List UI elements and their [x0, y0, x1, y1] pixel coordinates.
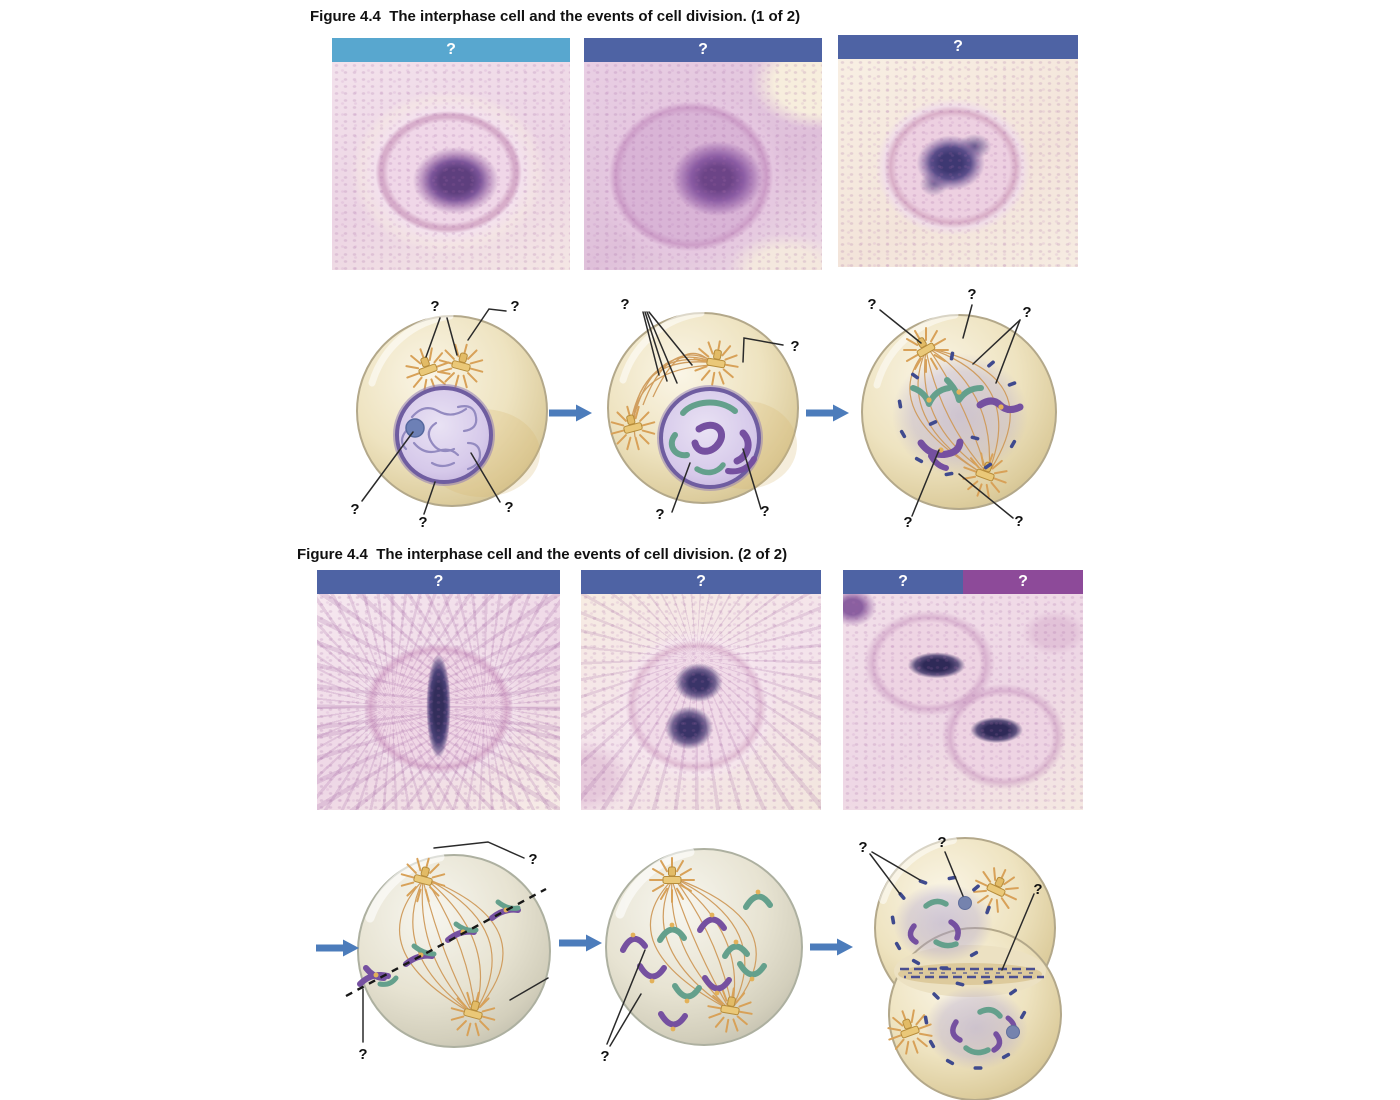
stage-question-label: ?: [953, 38, 963, 55]
anaphase-chromosomes: [620, 893, 773, 1028]
leader-lines: [362, 841, 549, 1043]
callout-question-label: ?: [1014, 513, 1024, 530]
callout-question-label: ?: [350, 501, 360, 518]
anaphase-micrograph-image: [581, 594, 821, 810]
stage-question-label: ?: [433, 573, 444, 590]
telophase-micrograph-image: [843, 594, 1083, 810]
leader-lines: [642, 311, 784, 513]
micrograph-panel-interphase: ?: [332, 38, 570, 270]
micrograph-panel-late-prophase: ?: [838, 35, 1078, 267]
stage-header-bar-split: ? ?: [843, 570, 1083, 594]
condensed-chromosomes: [910, 377, 1024, 471]
metaphase-micrograph-image: [317, 594, 560, 810]
callout-question-label: ?: [790, 338, 800, 355]
figure-title-1: Figure 4.4 The interphase cell and the e…: [310, 8, 801, 25]
flow-arrow-icon: [559, 934, 602, 952]
micrograph-panel-telophase-cytokinesis: ? ?: [843, 570, 1083, 810]
stage-header-right: ?: [963, 570, 1083, 594]
stage-header-bar: ?: [581, 570, 821, 594]
leader-lines: [606, 949, 646, 1047]
stage-header-bar: ?: [317, 570, 560, 594]
flow-arrow-icon: [810, 938, 853, 956]
nucleolus-top: [958, 896, 972, 910]
late-prophase-micrograph-image: [838, 59, 1078, 267]
callout-question-label: ?: [858, 839, 868, 856]
stage-question-label: ?: [898, 573, 908, 590]
stage-question-label: ?: [1018, 573, 1028, 590]
interphase-micrograph-image: [332, 62, 570, 270]
callout-question-label: ?: [418, 514, 428, 531]
early-prophase-cell-diagram: [605, 309, 799, 513]
nucleus: [657, 385, 763, 491]
callout-question-label: ?: [760, 503, 770, 520]
kinetochores: [630, 889, 761, 1032]
callout-question-label: ?: [867, 296, 877, 313]
decondensing-chromosomes: [907, 898, 1017, 1056]
anaphase-cell-diagram: [605, 847, 803, 1047]
late-prophase-cell-diagram: [861, 304, 1057, 519]
metaphase-cell-diagram: [345, 841, 551, 1048]
flow-arrow-icon: [549, 404, 592, 422]
early-prophase-micrograph-image: [584, 62, 822, 270]
reforming-nucleus-bottom: [924, 986, 1028, 1070]
flow-arrow-icon: [316, 939, 359, 957]
leader-lines: [879, 304, 1021, 519]
spindle-fibers: [649, 877, 757, 1011]
callout-question-label: ?: [1033, 881, 1043, 898]
callout-question-label: ?: [510, 298, 520, 315]
midbody-zigzag: [900, 967, 1044, 979]
figure-title-2: Figure 4.4 The interphase cell and the e…: [297, 546, 788, 563]
micrograph-panel-metaphase: ?: [317, 570, 560, 810]
callout-question-label: ?: [504, 499, 514, 516]
cell-body: [605, 848, 803, 1046]
callout-question-label: ?: [903, 514, 913, 531]
callout-question-label: ?: [620, 296, 630, 313]
micrograph-panel-anaphase: ?: [581, 570, 821, 810]
leader-lines: [869, 851, 1035, 971]
flow-arrow-icon: [806, 404, 849, 422]
stage-header-bar: ?: [838, 35, 1078, 59]
chromatin-threads: [400, 405, 482, 471]
callout-question-label: ?: [967, 286, 977, 303]
callout-question-label: ?: [358, 1046, 368, 1063]
nuclear-envelope-fragments: [897, 351, 1017, 477]
nucleus: [393, 384, 495, 486]
stage-header-left: ?: [843, 570, 963, 594]
stage-header-bar: ?: [332, 38, 570, 62]
callout-question-label: ?: [528, 851, 538, 868]
stage-header-bar: ?: [584, 38, 822, 62]
stage-question-label: ?: [446, 41, 456, 58]
nucleolus: [405, 418, 425, 438]
micrograph-panel-early-prophase: ?: [584, 38, 822, 270]
cleavage-furrow-band: [898, 963, 1042, 985]
callout-question-label: ?: [655, 506, 665, 523]
reforming-nucleus-top: [893, 883, 993, 963]
leader-lines: [361, 308, 507, 515]
condensed-chromosomes: [668, 399, 757, 476]
stage-question-label: ?: [698, 41, 708, 58]
callout-question-label: ?: [937, 834, 947, 851]
callout-question-label: ?: [600, 1048, 610, 1065]
interphase-cell-diagram: [356, 308, 548, 515]
callout-question-label: ?: [430, 298, 440, 315]
stage-question-label: ?: [696, 573, 706, 590]
telophase-cytokinesis-diagram: [869, 836, 1062, 1100]
nucleolus-bottom: [1006, 1025, 1020, 1039]
kinetochores: [926, 389, 1004, 453]
callout-question-label: ?: [1022, 304, 1032, 321]
